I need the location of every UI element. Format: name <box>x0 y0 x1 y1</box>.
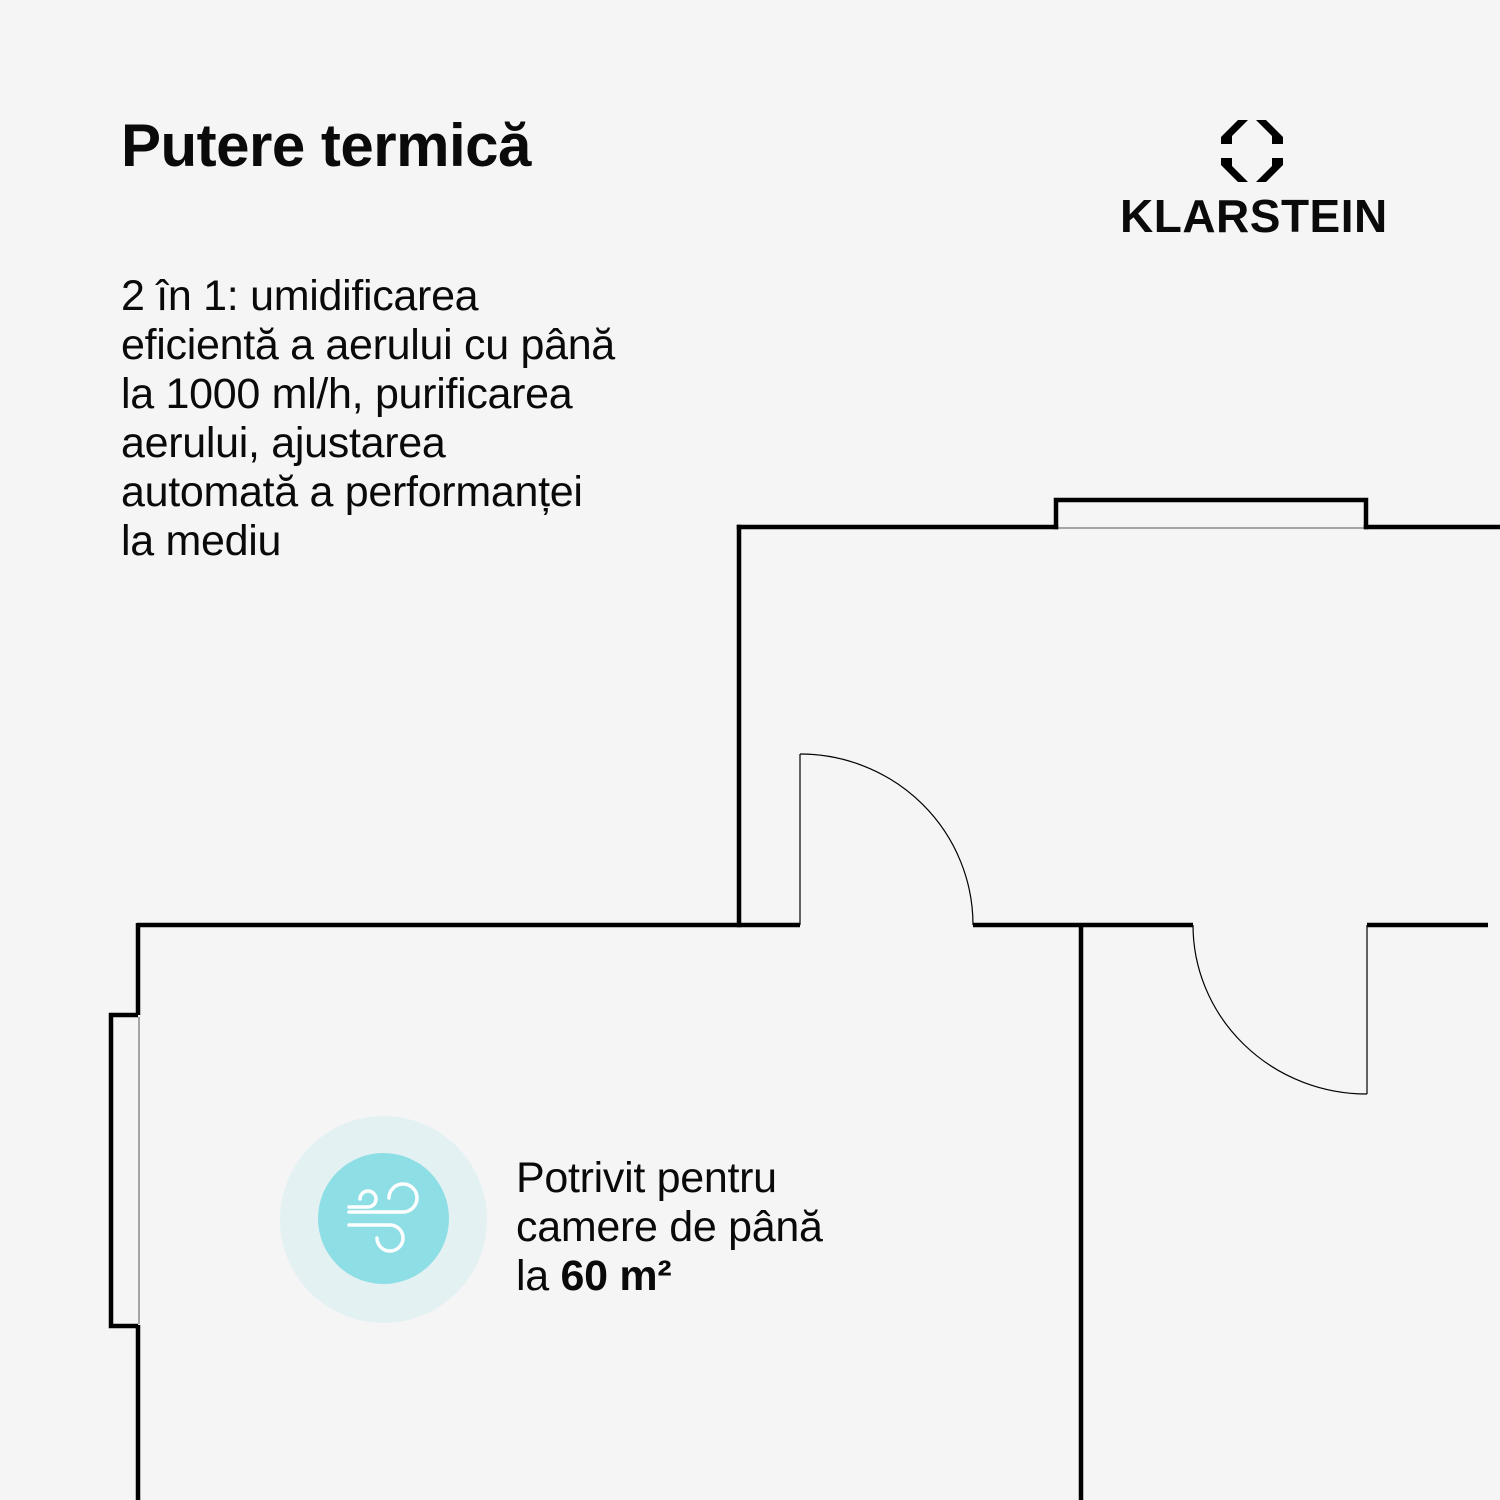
capacity-line-3: la 60 m² <box>516 1252 823 1301</box>
feature-description: 2 în 1: umidificarea eficientă a aerului… <box>121 272 701 566</box>
description-line: la mediu <box>121 517 282 565</box>
description-line: la 1000 ml/h, purificarea <box>121 370 573 418</box>
brand-name: KLARSTEIN <box>1120 190 1388 242</box>
page-title: Putere termică <box>121 112 531 179</box>
capacity-unit: m² <box>619 1252 672 1300</box>
wind-icon <box>347 1182 419 1253</box>
door-upper <box>799 753 974 926</box>
description-line: 2 în 1: umidificarea <box>121 272 479 320</box>
upper-room-walls <box>736 497 1500 928</box>
capacity-prefix: la <box>516 1252 561 1300</box>
description-line: eficientă a aerului cu până <box>121 321 615 369</box>
description-line: aerului, ajustarea <box>121 419 446 467</box>
door-lower-right <box>1192 924 1368 1095</box>
wind-badge-halo <box>280 1116 487 1323</box>
middle-walls <box>108 922 1488 1500</box>
brand-logo: KLARSTEIN <box>1120 118 1388 243</box>
wind-badge <box>318 1153 449 1284</box>
octagon-diamond-icon <box>1221 120 1283 182</box>
capacity-line-2: camere de până <box>516 1203 823 1251</box>
room-capacity-text: Potrivit pentru camere de până la 60 m² <box>516 1154 823 1301</box>
description-line: automată a performanței <box>121 468 583 516</box>
capacity-value: 60 <box>560 1252 609 1300</box>
capacity-line-1: Potrivit pentru <box>516 1154 777 1202</box>
